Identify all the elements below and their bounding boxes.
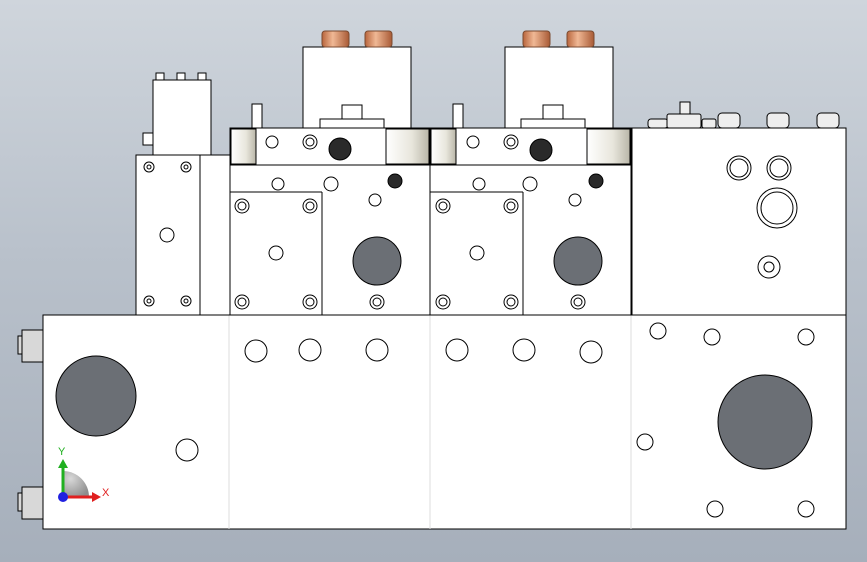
base-block-ports — [55, 322, 815, 518]
x-axis-label: X — [102, 487, 110, 499]
side-fitting-lower[interactable] — [17, 486, 44, 520]
coil-connector-2[interactable] — [522, 30, 595, 48]
y-axis-label: Y — [58, 446, 66, 458]
left-valve-block[interactable] — [135, 154, 232, 316]
right-port-block[interactable] — [631, 127, 847, 316]
coil-connector-1[interactable] — [321, 30, 393, 48]
valve-section-2[interactable] — [429, 127, 632, 316]
z-axis-dot — [58, 492, 68, 502]
solenoid-1[interactable] — [251, 46, 412, 129]
valve-section-1[interactable] — [229, 127, 431, 316]
left-solenoid-cap[interactable] — [142, 72, 212, 156]
reference-triad[interactable]: X Y — [58, 446, 110, 502]
top-plugs[interactable] — [647, 101, 840, 129]
base-block[interactable] — [42, 314, 847, 530]
side-fitting-upper[interactable] — [17, 329, 44, 363]
solenoid-2[interactable] — [452, 46, 614, 129]
